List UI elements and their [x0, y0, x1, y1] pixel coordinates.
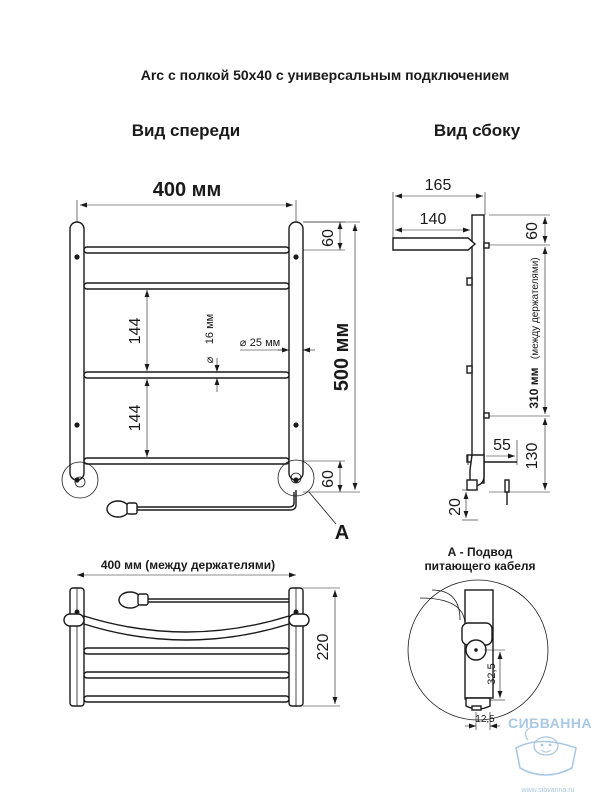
detail-a: А - Подвод питающего кабеля 32,5 12,5 — [407, 545, 549, 730]
brand-name: СИБВАННА — [508, 715, 592, 731]
brand-logo: СИБВАННА www.sibvanna.ru — [508, 715, 592, 794]
side-view-heading: Вид сбоку — [434, 121, 521, 140]
side-offset-55: 55 — [493, 437, 511, 454]
side-top-offset: 60 — [524, 222, 541, 240]
side-depth-total: 165 — [425, 177, 452, 194]
top-view: 400 мм (между держателями) 220 — [63, 558, 340, 707]
tube-diameter: 16 мм — [204, 314, 216, 344]
front-spacing-upper: 144 — [127, 318, 144, 345]
front-view: 400 мм 60 500 мм 60 — [61, 179, 360, 544]
bathtub-icon — [515, 740, 577, 776]
front-top-offset: 60 — [320, 229, 337, 247]
side-holder-spacing: 310 мм (между держателями) — [525, 257, 542, 408]
front-width-dimension: 400 мм — [153, 179, 222, 201]
post-diameter: 25 мм — [250, 337, 280, 349]
drawing-title: Arc с полкой 50x40 с универсальным подкл… — [141, 67, 509, 83]
side-depth-shelf: 140 — [420, 211, 447, 228]
front-mount-points — [74, 254, 299, 483]
side-bottom-20: 20 — [447, 498, 464, 516]
front-spacing-lower: 144 — [127, 405, 144, 432]
side-rung-ends — [466, 277, 473, 463]
side-holder-spacing-value: 310 мм — [527, 367, 541, 408]
side-view: 165 140 60 310 мм (между держателям — [392, 177, 550, 521]
brand-url: www.sibvanna.ru — [521, 787, 575, 794]
detail-a-horizontal-dim: 12,5 — [475, 714, 495, 725]
side-holder-spacing-note: (между держателями) — [530, 257, 541, 359]
front-bottom-offset: 60 — [320, 470, 337, 488]
callout-a: А — [335, 522, 349, 544]
detail-a-vertical-dim: 32,5 — [486, 663, 498, 684]
side-holders — [483, 242, 490, 419]
post-diameter-symbol: ⌀ — [240, 337, 247, 349]
detail-a-title-line2: питающего кабеля — [424, 559, 535, 573]
detail-a-title-line1: А - Подвод — [448, 545, 513, 559]
side-lower-height: 130 — [524, 443, 541, 470]
mascot-face-icon — [533, 736, 559, 756]
top-width-label: 400 мм (между держателями) — [101, 558, 275, 572]
top-depth: 220 — [315, 634, 332, 661]
front-view-heading: Вид спереди — [132, 121, 241, 140]
tube-diameter-symbol: ⌀ — [204, 356, 216, 363]
front-height-dimension: 500 мм — [331, 323, 353, 392]
